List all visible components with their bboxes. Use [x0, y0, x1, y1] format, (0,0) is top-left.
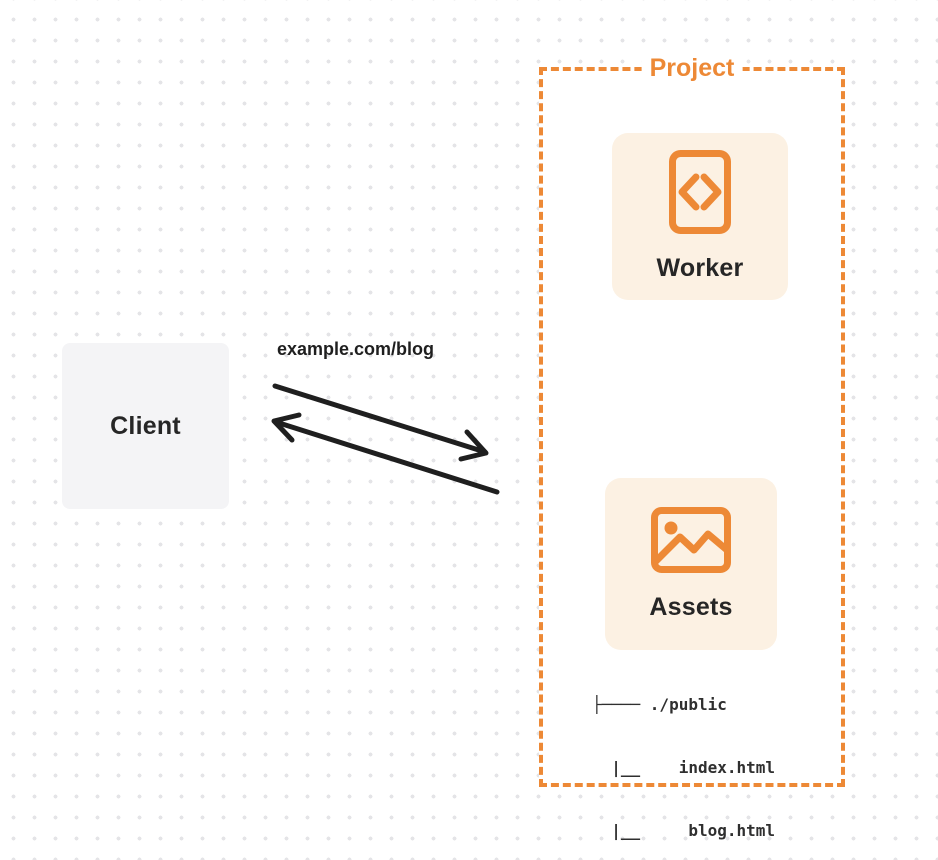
worker-label: Worker	[656, 254, 744, 282]
client-node: Client	[62, 343, 229, 509]
code-document-icon	[669, 150, 731, 234]
request-url-label: example.com/blog	[277, 339, 435, 359]
client-label: Client	[110, 411, 181, 440]
assets-node: Assets	[605, 478, 777, 650]
tree-line-index: |__ index.html	[592, 758, 776, 777]
request-response-arrows	[271, 383, 500, 495]
arrow-left-icon	[271, 412, 500, 495]
project-title: Project	[641, 54, 743, 83]
project-boundary: Project Worker Assets ├──── ./public |__…	[539, 54, 845, 840]
image-icon	[651, 506, 731, 573]
assets-label: Assets	[649, 592, 733, 621]
tree-line-public: ├──── ./public	[592, 695, 727, 714]
worker-node: Worker	[612, 133, 788, 300]
tree-line-blog: |__ blog.html	[592, 821, 776, 840]
file-tree: ├──── ./public |__ index.html |__ blog.h…	[592, 652, 775, 860]
arrow-right-icon	[272, 383, 489, 462]
